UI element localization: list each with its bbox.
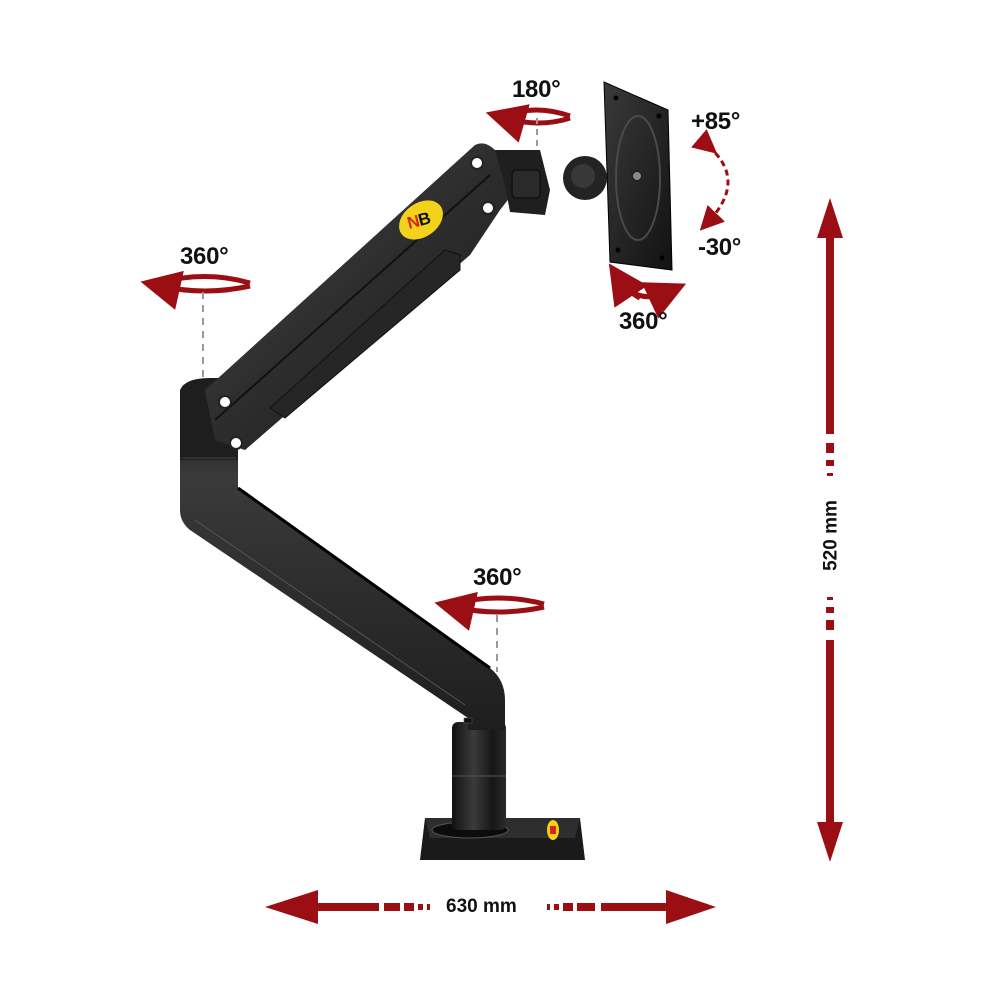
tilt-head-joint (495, 150, 607, 215)
rotation-arrow-icon-head (485, 104, 571, 150)
pivot-pin (229, 436, 243, 450)
pivot-pin (470, 156, 484, 170)
tilt-arrow-icon (691, 129, 730, 231)
pivot-pin (218, 395, 232, 409)
width-dimension-arrow-icon (265, 890, 716, 924)
svg-text:B: B (416, 208, 433, 230)
height-dimension-arrow-icon (817, 198, 843, 862)
brand-badge-nb: N B (399, 200, 443, 240)
base-rotation-label: 360° (473, 564, 522, 591)
pivot-pin (481, 201, 495, 215)
vesa-plate (603, 81, 673, 271)
lower-arm (180, 390, 505, 730)
tilt-down-label: -30° (698, 234, 742, 261)
vesa-rotation-label: 360° (619, 308, 668, 335)
rotation-arrow-icon-base (434, 591, 545, 672)
elbow-rotation-label: 360° (180, 243, 229, 270)
head-swivel-label: 180° (512, 76, 561, 103)
height-dimension-label: 520 mm (820, 500, 842, 571)
rotation-arrow-icon-vesa (608, 263, 687, 319)
vertical-pole (452, 722, 506, 830)
tilt-up-label: +85° (691, 108, 741, 135)
svg-text:N: N (405, 211, 422, 233)
rotation-arrow-icon-elbow (140, 270, 251, 380)
width-dimension-label: 630 mm (442, 897, 521, 916)
upper-arm: N B (205, 143, 525, 451)
